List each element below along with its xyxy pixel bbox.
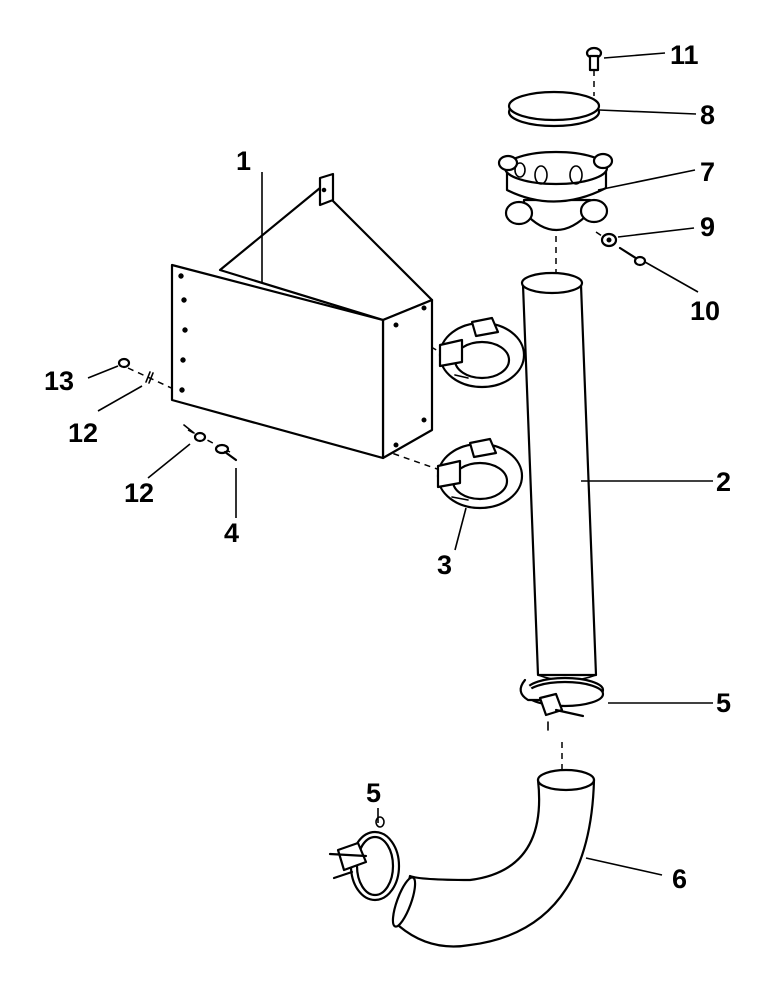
part-12-washer-lower	[183, 424, 207, 443]
callout-7: 7	[700, 157, 715, 187]
part-3-u-bolt-clamp-lower	[436, 437, 524, 510]
callout-9: 9	[700, 212, 715, 242]
callout-4: 4	[224, 518, 239, 548]
callout-12-lower: 12	[124, 478, 154, 508]
callout-10: 10	[690, 296, 720, 326]
part-5-band-clamp-lower	[328, 816, 401, 902]
part-1-mounting-bracket	[170, 172, 434, 460]
leader-lines	[87, 52, 713, 876]
callout-6: 6	[672, 864, 687, 894]
part-3-u-bolt-clamp-upper	[438, 316, 526, 389]
callout-3: 3	[437, 550, 452, 580]
part-4-bolt	[214, 443, 238, 462]
callout-2: 2	[716, 467, 731, 497]
part-12-lock-washer-upper	[145, 371, 154, 384]
callout-labels: 1 2 3 4 5 5 6 7 8 9 10 11 12 12 13	[44, 40, 731, 894]
part-9-nut	[600, 232, 618, 248]
callout-8: 8	[700, 100, 715, 130]
part-6-elbow	[391, 768, 596, 948]
callout-5-upper: 5	[716, 688, 731, 718]
part-10-bolt	[618, 246, 647, 267]
callout-13: 13	[44, 366, 74, 396]
part-11-screw	[585, 46, 603, 72]
callout-1: 1	[236, 146, 251, 176]
part-5-band-clamp-upper	[519, 676, 605, 731]
part-2-pipe	[520, 271, 598, 682]
part-8-cap	[507, 90, 601, 128]
callout-5-lower: 5	[366, 778, 381, 808]
bracket-holes	[178, 187, 427, 448]
callout-11: 11	[670, 40, 699, 70]
part-13-nut	[117, 357, 131, 369]
part-7-outlet-housing	[497, 150, 614, 232]
callout-12-upper: 12	[68, 418, 98, 448]
